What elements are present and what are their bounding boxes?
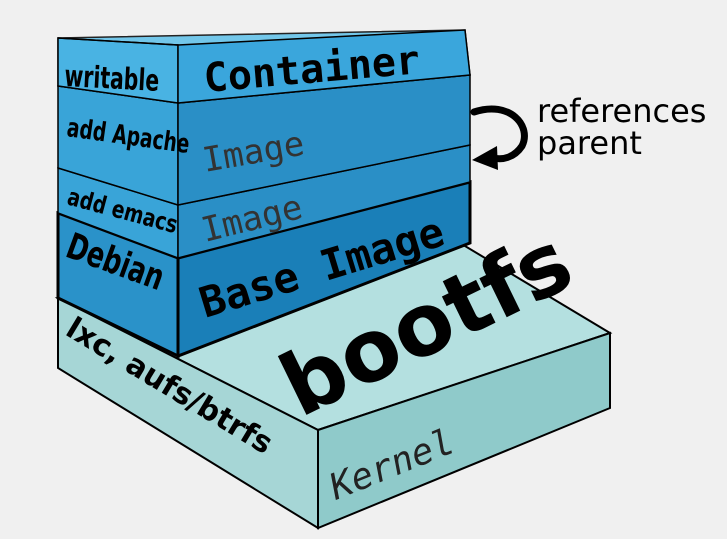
kernel-front-face [317,331,611,530]
references-parent-annotation: references parent [470,92,706,170]
references-label: references [537,92,706,130]
writable-side-label: writable [64,59,161,99]
container-front-face [177,29,471,104]
arrow-head-icon [472,146,498,170]
apache-layer: add Apache Image [57,74,471,207]
container-layer: writable Container [57,29,471,104]
container-top-edge [57,37,179,46]
parent-label: parent [537,124,642,162]
curved-arrow-icon [470,105,528,163]
